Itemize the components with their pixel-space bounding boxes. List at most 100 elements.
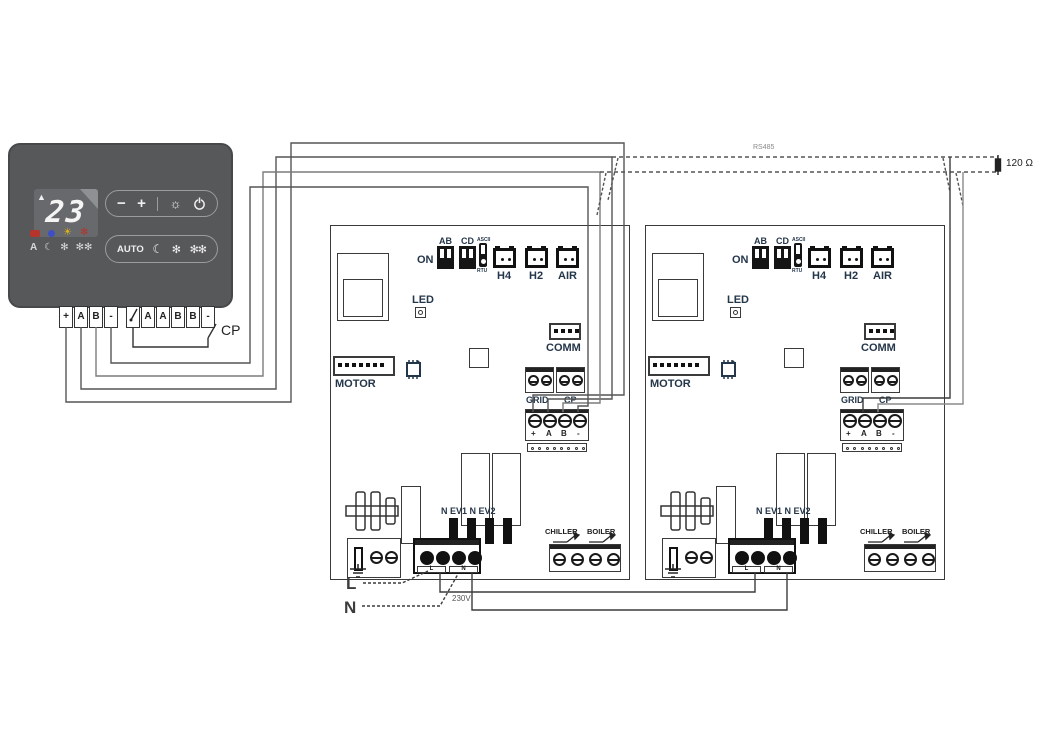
dip-switch-cd bbox=[459, 246, 476, 269]
terminal-cp-switch bbox=[126, 306, 140, 328]
fan-status-icon: ✻ bbox=[79, 227, 89, 238]
h2-label: H2 bbox=[529, 270, 544, 282]
ev-terminal-2 bbox=[782, 518, 791, 544]
protocol-slider bbox=[479, 243, 487, 267]
ground-icon bbox=[665, 564, 681, 578]
ev-terminal-4 bbox=[818, 518, 827, 544]
neutral-bracket: N bbox=[764, 566, 793, 573]
bus-hole-strip bbox=[842, 443, 902, 452]
wire-rs485-jog1 bbox=[607, 157, 619, 201]
bus-minus-label: - bbox=[577, 429, 580, 438]
minus-button: − bbox=[117, 195, 126, 212]
motor-label: MOTOR bbox=[650, 378, 691, 390]
led-label: LED bbox=[727, 294, 749, 306]
motor-connector bbox=[333, 356, 395, 376]
button-divider bbox=[157, 196, 159, 211]
fan-high-icon: ✻✻ bbox=[75, 242, 93, 253]
ground-icon bbox=[350, 564, 366, 578]
air-connector bbox=[871, 246, 894, 268]
protocol-slider bbox=[794, 243, 802, 267]
power-module-inner bbox=[658, 279, 698, 317]
dip-switch-ab bbox=[437, 246, 454, 269]
terminal-b2-2: B bbox=[186, 306, 200, 328]
mode-sun-button: ☼ bbox=[169, 196, 182, 211]
chip-icon bbox=[721, 360, 736, 379]
transformer-icon bbox=[660, 491, 714, 531]
dip-on-label: ON bbox=[417, 254, 434, 266]
fan-high-button: ✻✻ bbox=[189, 243, 207, 256]
chiller-boiler-block bbox=[864, 544, 936, 572]
bus-hole-strip bbox=[527, 443, 587, 452]
transformer-icon bbox=[345, 491, 399, 531]
boiler-label: BOILER bbox=[902, 527, 931, 536]
ev-terminal-1 bbox=[449, 518, 458, 544]
mains-terminal-block: L N bbox=[728, 538, 797, 574]
line-bracket: L bbox=[732, 566, 761, 573]
dip-switch-ab bbox=[752, 246, 769, 269]
h2-connector bbox=[525, 246, 548, 268]
bus-terminal-block: + A B - bbox=[840, 409, 904, 441]
cool-status-icon bbox=[48, 229, 55, 237]
ev-terminal-1 bbox=[764, 518, 773, 544]
grid-terminal-block bbox=[525, 367, 554, 393]
wire-rs485-jog2 bbox=[596, 172, 607, 216]
terminal-a2-1: A bbox=[141, 306, 155, 328]
air-connector bbox=[556, 246, 579, 268]
h2-connector bbox=[840, 246, 863, 268]
h4-label: H4 bbox=[812, 270, 827, 282]
h4-label: H4 bbox=[497, 270, 512, 282]
setpoint-button-group: − + ☼ bbox=[105, 190, 218, 217]
terminal-b: B bbox=[89, 306, 103, 328]
terminal-b2-1: B bbox=[171, 306, 185, 328]
grid-label: GRID bbox=[841, 395, 864, 405]
terminal-a2-2: A bbox=[156, 306, 170, 328]
wire-rs485-jog3 bbox=[942, 157, 951, 193]
terminal-a: A bbox=[74, 306, 88, 328]
ev-terminal-4 bbox=[503, 518, 512, 544]
plus-button: + bbox=[137, 195, 146, 212]
relay-contact-icons bbox=[553, 532, 617, 543]
dip-switch-cd bbox=[774, 246, 791, 269]
rtu-label: RTU bbox=[477, 268, 488, 274]
controller-board-2: ON AB CD ASCII RTU H4 H2 AIR LED bbox=[645, 225, 945, 580]
bus-a-label: A bbox=[546, 429, 552, 438]
fan-low-button: ✻ bbox=[171, 243, 181, 256]
terminal-minus: - bbox=[104, 306, 118, 328]
dip-cd-label: CD bbox=[461, 236, 474, 246]
thermostat-panel: ▲ 23 − + ☼ ☀ ✻ A ☾ ✻ ✻✻ A bbox=[8, 143, 233, 308]
controller-board: ON AB CD ASCII RTU H4 H2 AIR LED bbox=[645, 225, 945, 580]
alarm-triangle-icon: ▲ bbox=[37, 192, 46, 202]
controller-board: ON AB CD ASCII RTU H4 H2 AIR LED bbox=[330, 225, 630, 580]
chiller-label: CHILLER bbox=[860, 527, 893, 536]
ev-label: N EV1 N EV2 bbox=[441, 506, 496, 516]
comm-label: COMM bbox=[861, 342, 896, 354]
motor-label: MOTOR bbox=[335, 378, 376, 390]
ev-terminal-3 bbox=[485, 518, 494, 544]
bus-a-label: A bbox=[861, 429, 867, 438]
fan-button-group: AUTO ☾ ✻ ✻✻ bbox=[105, 235, 218, 263]
ev-label: N EV1 N EV2 bbox=[756, 506, 811, 516]
controller-board-1: ON AB CD ASCII RTU H4 H2 AIR LED bbox=[330, 225, 630, 580]
grid-label: GRID bbox=[526, 395, 549, 405]
bus-minus-label: - bbox=[892, 429, 895, 438]
ascii-label: ASCII bbox=[792, 237, 806, 243]
led-icon bbox=[415, 307, 426, 318]
terminal-plus: + bbox=[59, 306, 73, 328]
standoff-box bbox=[401, 486, 421, 544]
wire-cp-loop bbox=[132, 328, 209, 348]
status-icon-row: ☀ ✻ bbox=[30, 228, 88, 238]
small-pad bbox=[784, 348, 804, 368]
chip-icon bbox=[406, 360, 421, 379]
sun-status-icon: ☀ bbox=[63, 227, 72, 238]
cp-label: CP bbox=[879, 395, 892, 405]
mains-neutral-label: N bbox=[344, 598, 357, 617]
mode-icon-row: A ☾ ✻ ✻✻ bbox=[30, 243, 92, 253]
bus-plus-label: + bbox=[846, 429, 851, 438]
cp-contact-label: CP bbox=[221, 322, 241, 338]
terminal-minus2: - bbox=[201, 306, 215, 328]
dip-ab-label: AB bbox=[439, 236, 452, 246]
h2-label: H2 bbox=[844, 270, 859, 282]
terminator-resistor bbox=[994, 155, 1002, 175]
power-module-inner bbox=[343, 279, 383, 317]
